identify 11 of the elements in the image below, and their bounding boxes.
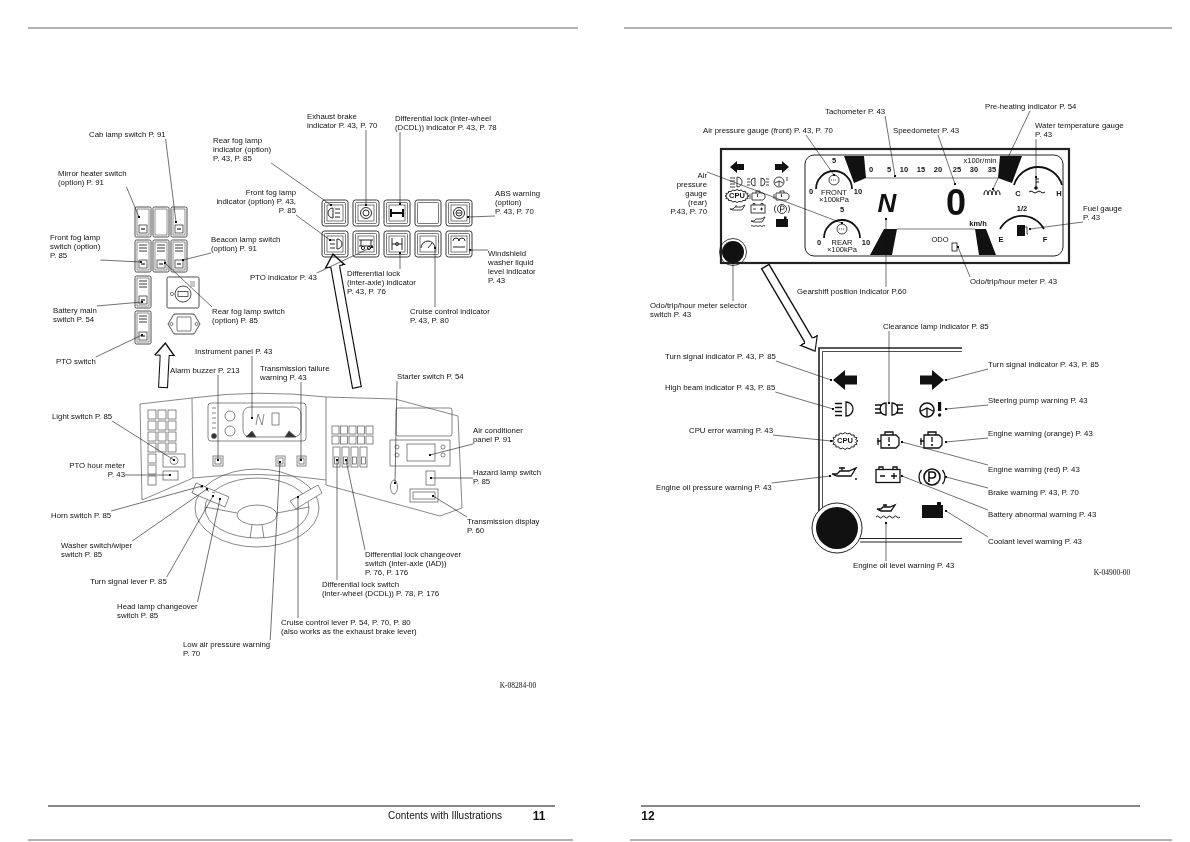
indicator-panel-drawing [318,196,476,260]
instrument-cluster-drawing [717,147,1072,266]
speed-digit: 0 [946,185,966,221]
page-number: 12 [641,810,655,822]
running-footer: Contents with Illustrations [388,811,502,821]
hollow-arrow [324,253,362,389]
gear-position-digit: N [877,190,897,216]
warning-lamp-panel-drawing [810,346,962,555]
page-number: 11 [532,810,546,822]
hollow-arrow [760,263,818,353]
hollow-arrow [153,342,176,389]
